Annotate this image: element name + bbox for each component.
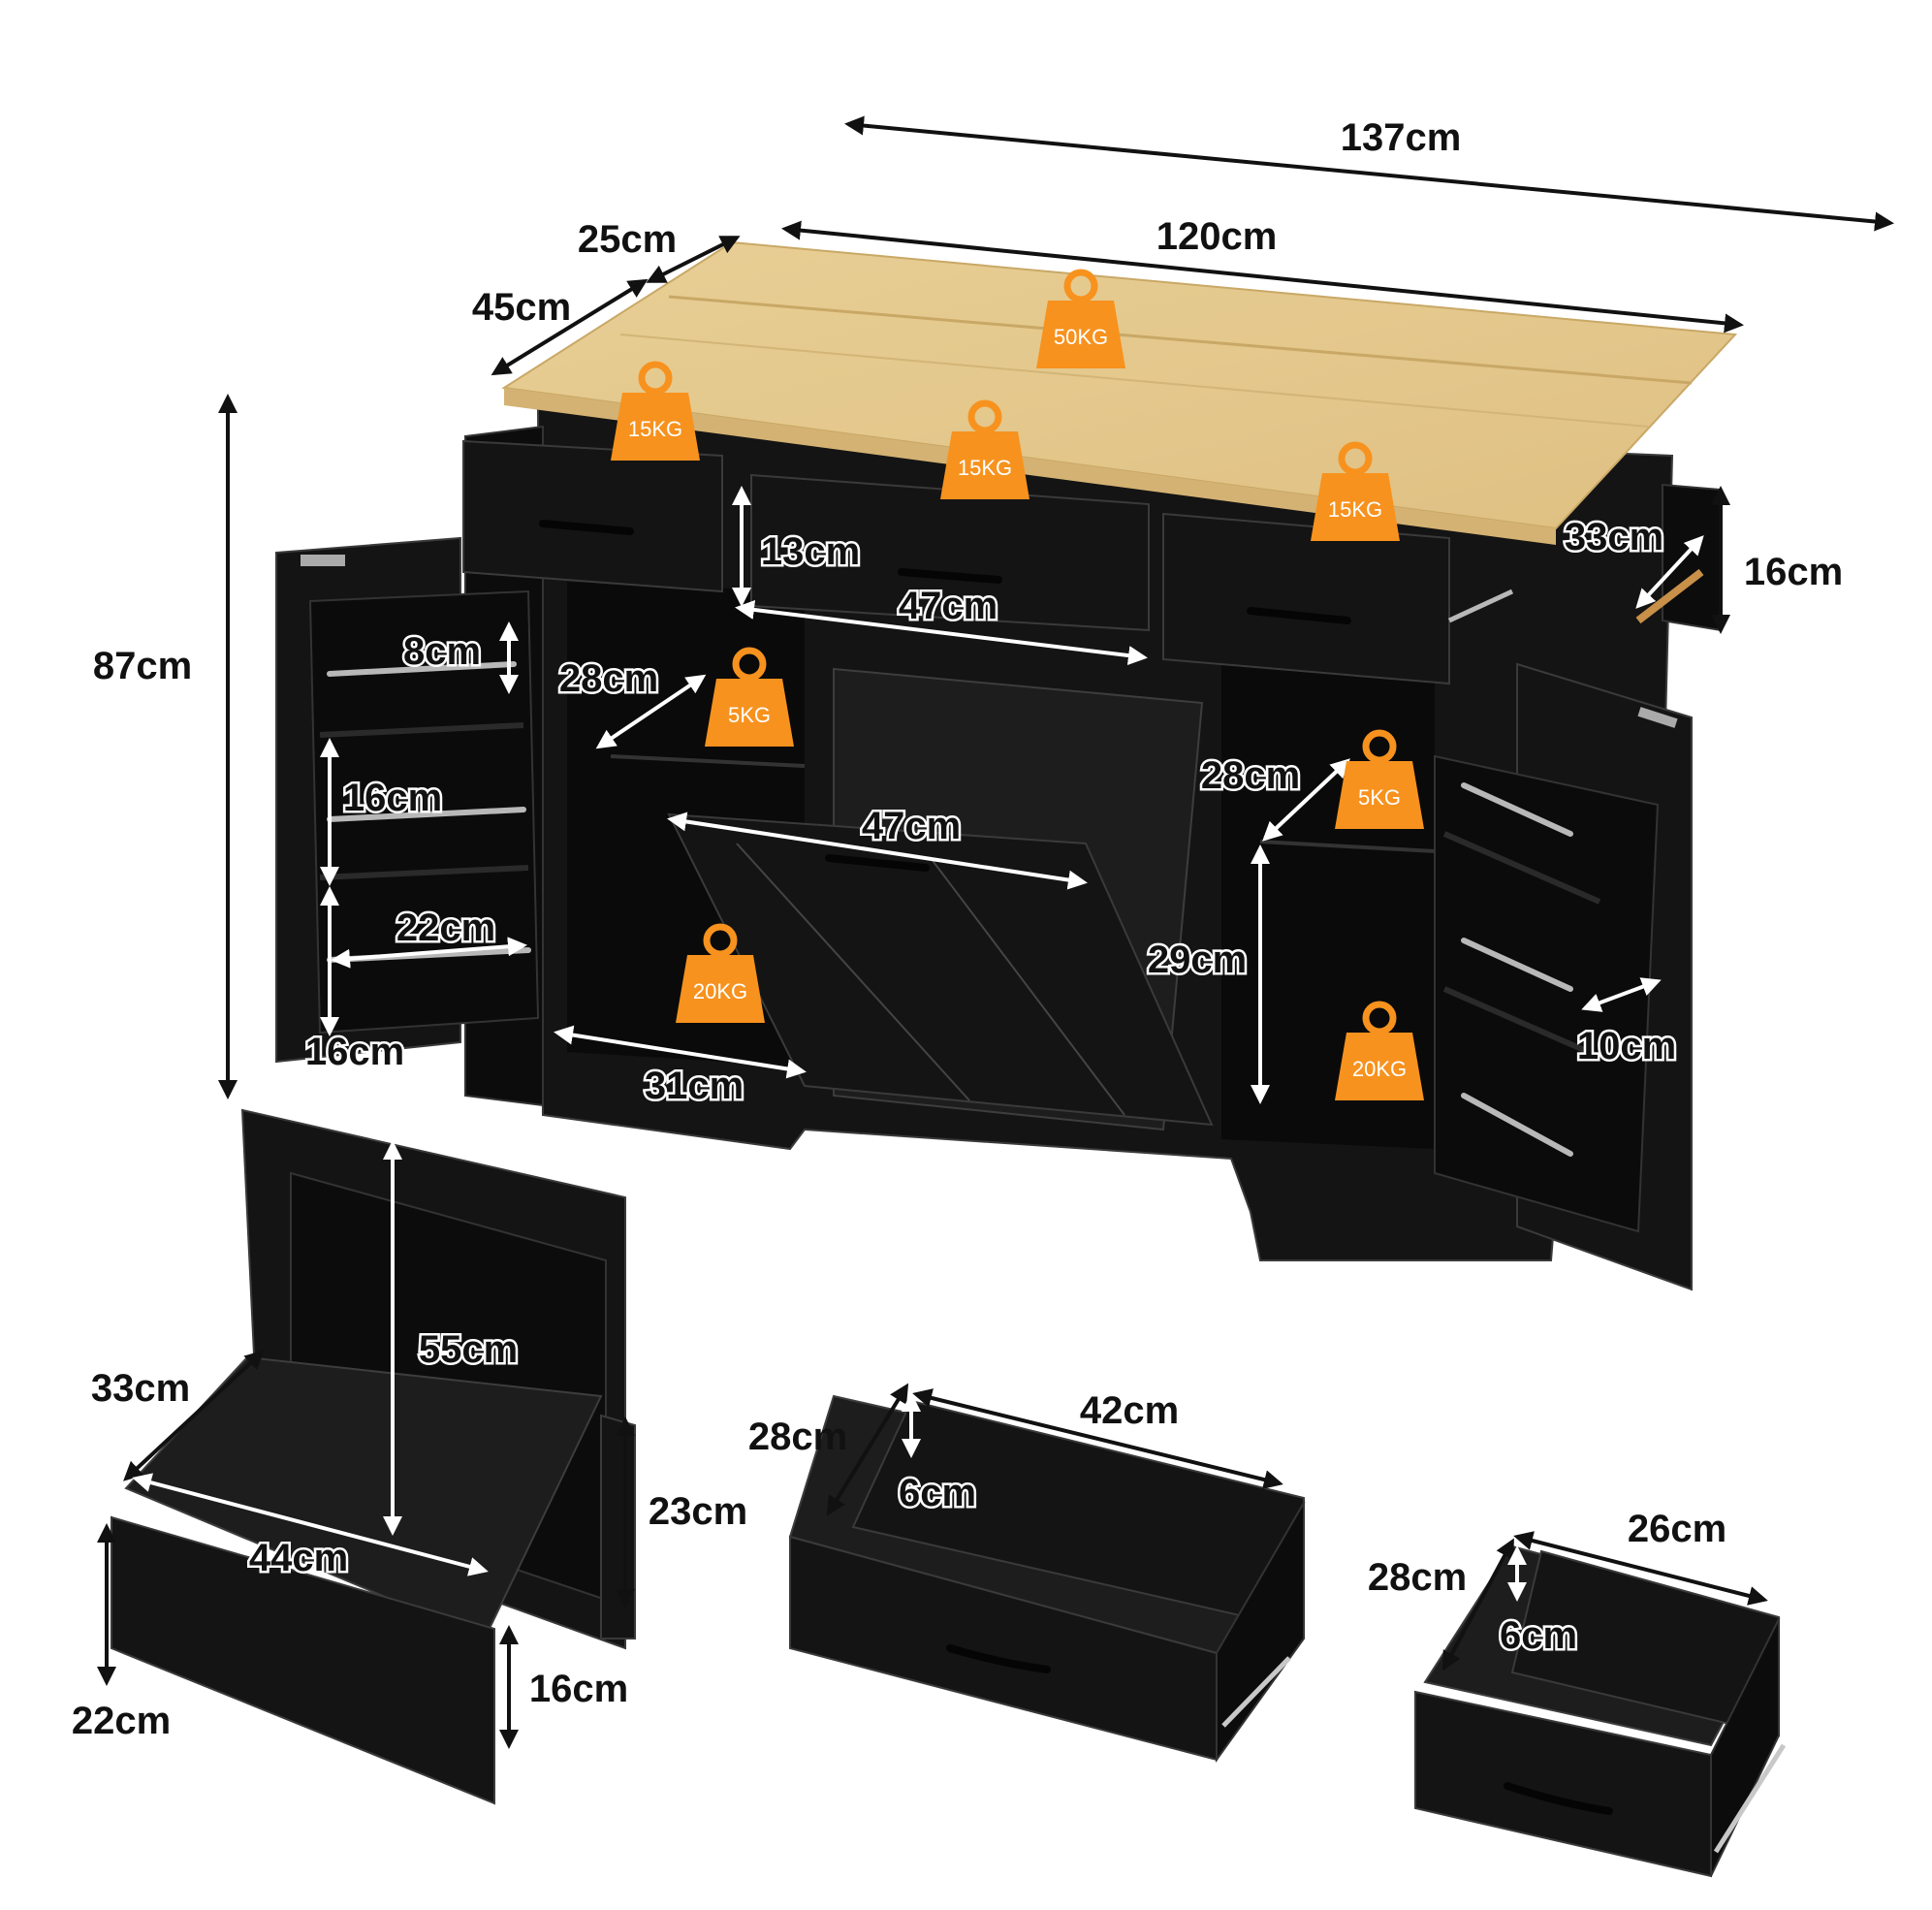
svg-text:15KG: 15KG <box>1328 497 1382 522</box>
label-left-door-shelf-width: 22cm <box>396 907 495 949</box>
label-top-extension: 25cm <box>578 218 677 261</box>
svg-text:15KG: 15KG <box>628 417 682 441</box>
label-bin-drawer-back-height: 55cm <box>419 1328 518 1371</box>
label-bin-width: 47cm <box>862 805 961 847</box>
label-small-drawer-depth: 28cm <box>1368 1556 1467 1599</box>
label-bin-drawer-side-height: 23cm <box>649 1490 747 1533</box>
weight-badge-right-bottom: 20KG <box>1335 1001 1424 1100</box>
svg-text:5KG: 5KG <box>1358 785 1401 810</box>
small-drawer-side <box>1710 1618 1780 1877</box>
weight-badges: 50KG 15KG 15KG 15KG 5KG 20KG <box>611 269 1424 1100</box>
label-right-door-shelf-depth: 10cm <box>1577 1025 1676 1067</box>
left-door-latch <box>301 555 345 566</box>
kitchen-island-cabinet <box>275 240 1738 1291</box>
label-top-width: 120cm <box>1156 215 1278 258</box>
label-bin-drawer-front-right: 16cm <box>529 1668 628 1710</box>
bin-drawer-side <box>600 1414 636 1639</box>
dimension-labels: 137cm 120cm 25cm 45cm 87cm 13cm 47cm 33c… <box>72 116 1843 1742</box>
label-left-door-shelf-2: 16cm <box>343 777 442 819</box>
left-drawer-handle <box>539 520 634 535</box>
small-drawer-handle <box>1504 1782 1613 1815</box>
right-door-latch <box>1637 707 1678 728</box>
label-large-drawer-width: 42cm <box>1080 1389 1179 1432</box>
label-center-drawer-width: 47cm <box>899 585 998 627</box>
label-right-cabinet-height: 29cm <box>1148 939 1247 981</box>
label-bin-drawer-front-left: 22cm <box>72 1700 171 1742</box>
label-large-drawer-height: 6cm <box>899 1472 976 1514</box>
label-large-drawer-depth: 28cm <box>748 1416 847 1458</box>
weight-badge-right-shelf: 5KG <box>1335 729 1424 829</box>
label-drawer-height: 13cm <box>761 530 860 573</box>
right-drawer <box>1162 512 1450 685</box>
label-bin-drawer-width: 44cm <box>249 1537 348 1579</box>
weight-badge-top: 50KG <box>1036 269 1125 368</box>
weight-badge-left-drawer: 15KG <box>611 361 700 461</box>
label-left-door-shelf-1: 8cm <box>403 630 481 673</box>
large-drawer-side <box>1216 1499 1305 1764</box>
right-compartment <box>1221 601 1435 1149</box>
label-small-drawer-width: 26cm <box>1628 1508 1726 1550</box>
weight-badge-left-shelf: 5KG <box>705 647 794 747</box>
label-top-depth: 45cm <box>472 286 571 329</box>
svg-text:20KG: 20KG <box>1352 1057 1407 1081</box>
towel-rack-panel <box>1662 483 1722 632</box>
svg-text:20KG: 20KG <box>693 979 747 1003</box>
label-right-cabinet-depth: 28cm <box>1201 754 1300 797</box>
label-bin-drawer-depth: 33cm <box>91 1367 190 1410</box>
label-height: 87cm <box>93 645 192 687</box>
label-small-drawer-height: 6cm <box>1500 1614 1577 1657</box>
label-left-cabinet-depth: 28cm <box>559 657 658 700</box>
large-drawer-handle <box>946 1644 1051 1673</box>
weight-badge-right-drawer: 15KG <box>1311 441 1400 541</box>
label-rack-width: 33cm <box>1565 516 1663 558</box>
dimension-arrows <box>97 115 1894 1749</box>
label-rack-height: 16cm <box>1744 551 1843 593</box>
label-overall-width: 137cm <box>1341 116 1462 159</box>
svg-text:5KG: 5KG <box>728 703 771 727</box>
left-drawer <box>462 439 723 593</box>
svg-text:50KG: 50KG <box>1054 325 1108 349</box>
center-drawer-handle <box>898 568 1002 584</box>
label-left-cabinet-width: 31cm <box>645 1065 744 1107</box>
weight-badge-left-bottom: 20KG <box>676 923 765 1023</box>
label-left-door-shelf-3: 16cm <box>305 1031 404 1073</box>
svg-text:15KG: 15KG <box>958 456 1012 480</box>
weight-badge-center-drawer: 15KG <box>940 399 1029 499</box>
small-drawer-detail <box>1414 1544 1787 1878</box>
right-drawer-handle <box>1247 607 1351 624</box>
countertop-edge <box>504 388 1556 545</box>
